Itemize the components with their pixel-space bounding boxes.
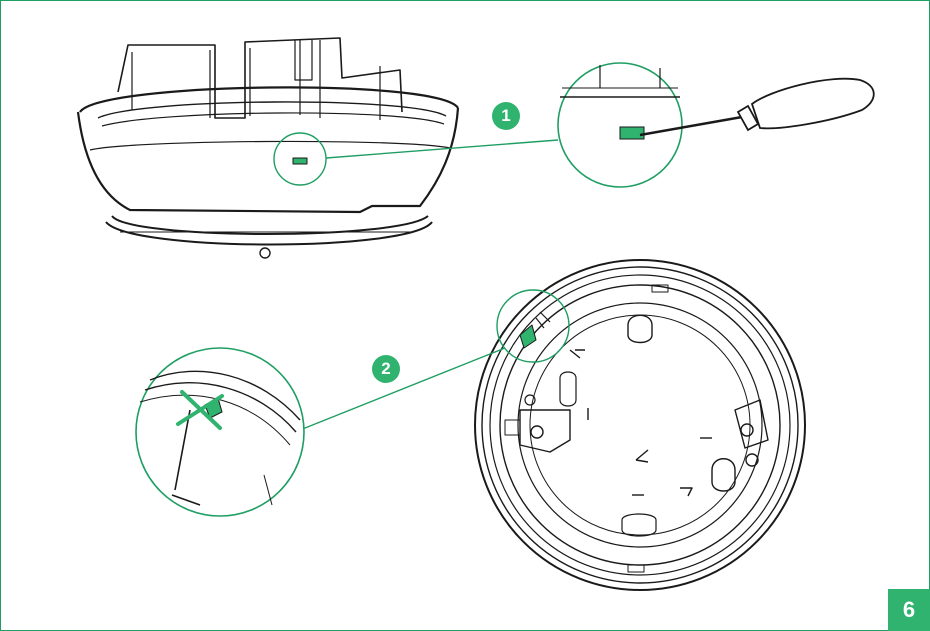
step-badge-1: 1 bbox=[492, 102, 520, 130]
zoom-detail-1 bbox=[557, 62, 683, 188]
base-plate-top-view bbox=[474, 259, 806, 591]
detector-side-view bbox=[76, 37, 460, 259]
callout-line-1 bbox=[325, 139, 559, 159]
page-number: 6 bbox=[888, 589, 930, 631]
cross-mark-icon bbox=[176, 390, 224, 430]
screwdriver-icon bbox=[639, 77, 875, 137]
callout-line-2 bbox=[299, 347, 506, 431]
step-badge-2: 2 bbox=[372, 355, 400, 383]
zoom-detail-2 bbox=[135, 347, 305, 517]
latch-tab-icon bbox=[619, 126, 645, 140]
